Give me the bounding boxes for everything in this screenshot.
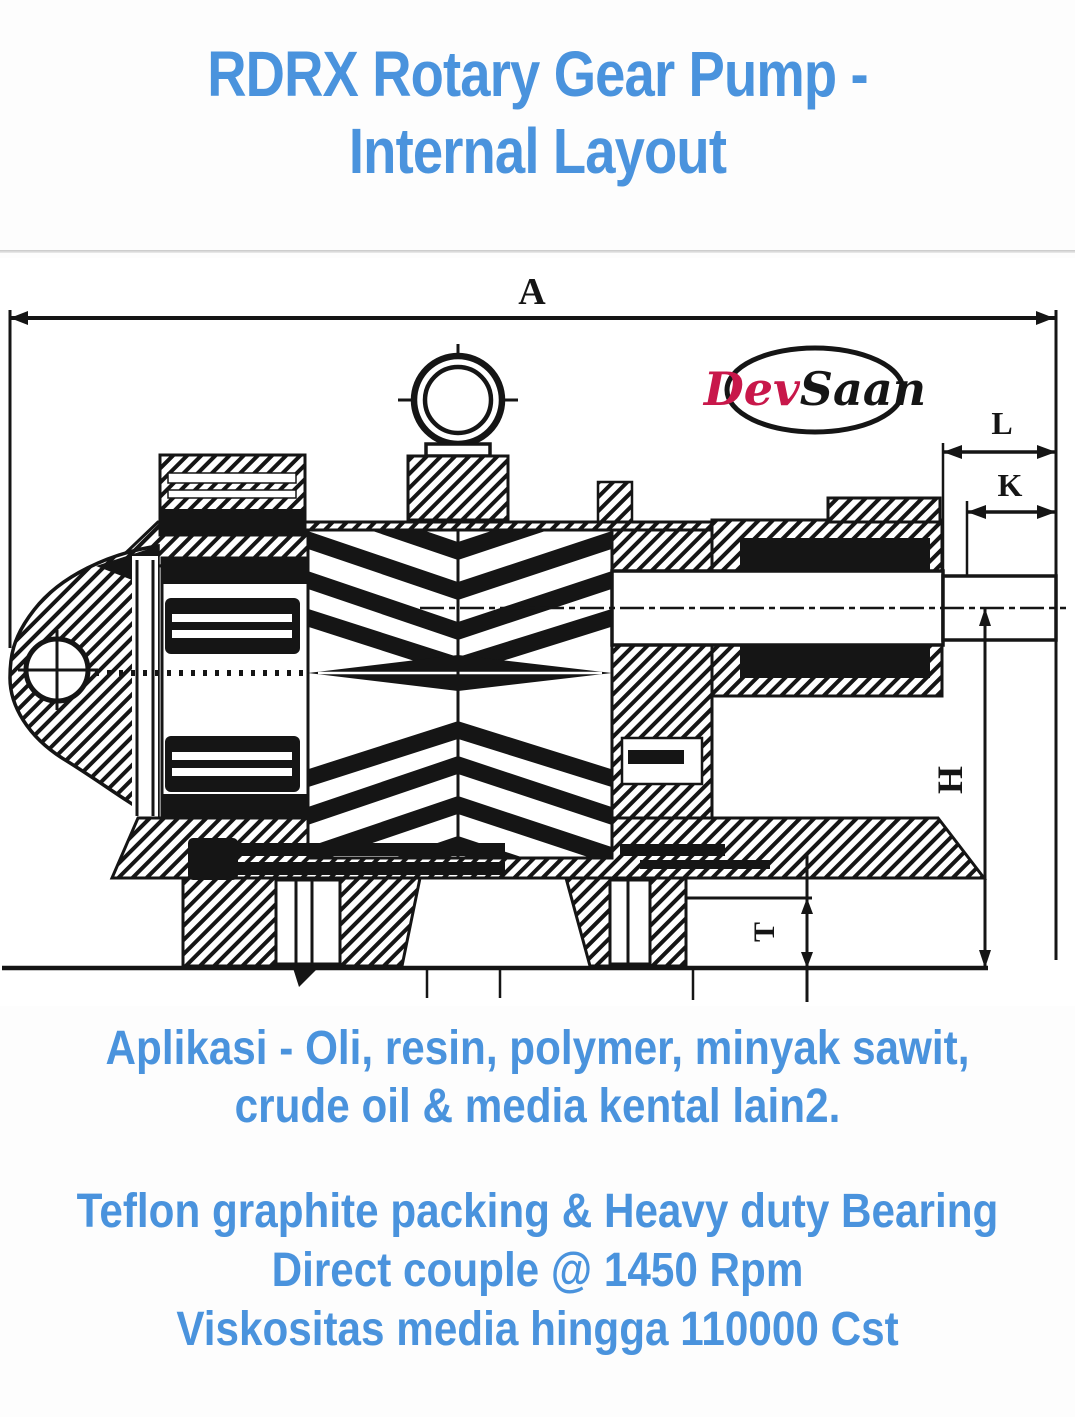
drive-shaft (420, 538, 1066, 678)
spec-line-3: Viskositas media hingga 110000 Cst (176, 1303, 899, 1356)
mounting-feet (2, 838, 988, 1000)
dim-label-t: T (748, 922, 781, 942)
application-text: Aplikasi - Oli, resin, polymer, minyak s… (65, 1020, 1011, 1136)
dimension-h: H (930, 608, 991, 968)
dimension-a: A (8, 271, 1058, 960)
top-port (398, 344, 634, 524)
dimension-t: T (686, 854, 813, 1002)
spec-line-1: Teflon graphite packing & Heavy duty Bea… (76, 1185, 999, 1238)
dimension-l: L (941, 405, 1056, 571)
pump-cross-section-svg: A (2, 271, 1066, 1002)
title-line-2: Internal Layout (348, 115, 727, 187)
logo-text-saan: Saan (800, 362, 926, 416)
dim-label-k: K (998, 467, 1023, 503)
page-title: RDRX Rotary Gear Pump - Internal Layout (81, 36, 995, 190)
svg-text:DevSaan: DevSaan (702, 362, 926, 416)
spec-line-2: Direct couple @ 1450 Rpm (271, 1244, 804, 1297)
devsaan-logo: DevSaan (702, 345, 926, 435)
tie-studs (165, 598, 300, 792)
dimension-k: K (965, 467, 1056, 576)
header-divider (0, 250, 1075, 253)
logo-text-dev: Dev (702, 362, 801, 416)
dim-label-h: H (930, 766, 970, 794)
herringbone-gears (95, 528, 614, 860)
title-line-1: RDRX Rotary Gear Pump - (207, 38, 868, 110)
application-line-2: crude oil & media kental lain2. (234, 1080, 841, 1133)
application-line-1: Aplikasi - Oli, resin, polymer, minyak s… (105, 1022, 970, 1075)
pump-technical-drawing: A (0, 258, 1075, 1006)
dim-label-l: L (991, 405, 1012, 441)
spec-text: Teflon graphite packing & Heavy duty Bea… (65, 1182, 1011, 1359)
dim-label-a: A (518, 271, 546, 313)
left-bearing-eye (18, 630, 98, 710)
